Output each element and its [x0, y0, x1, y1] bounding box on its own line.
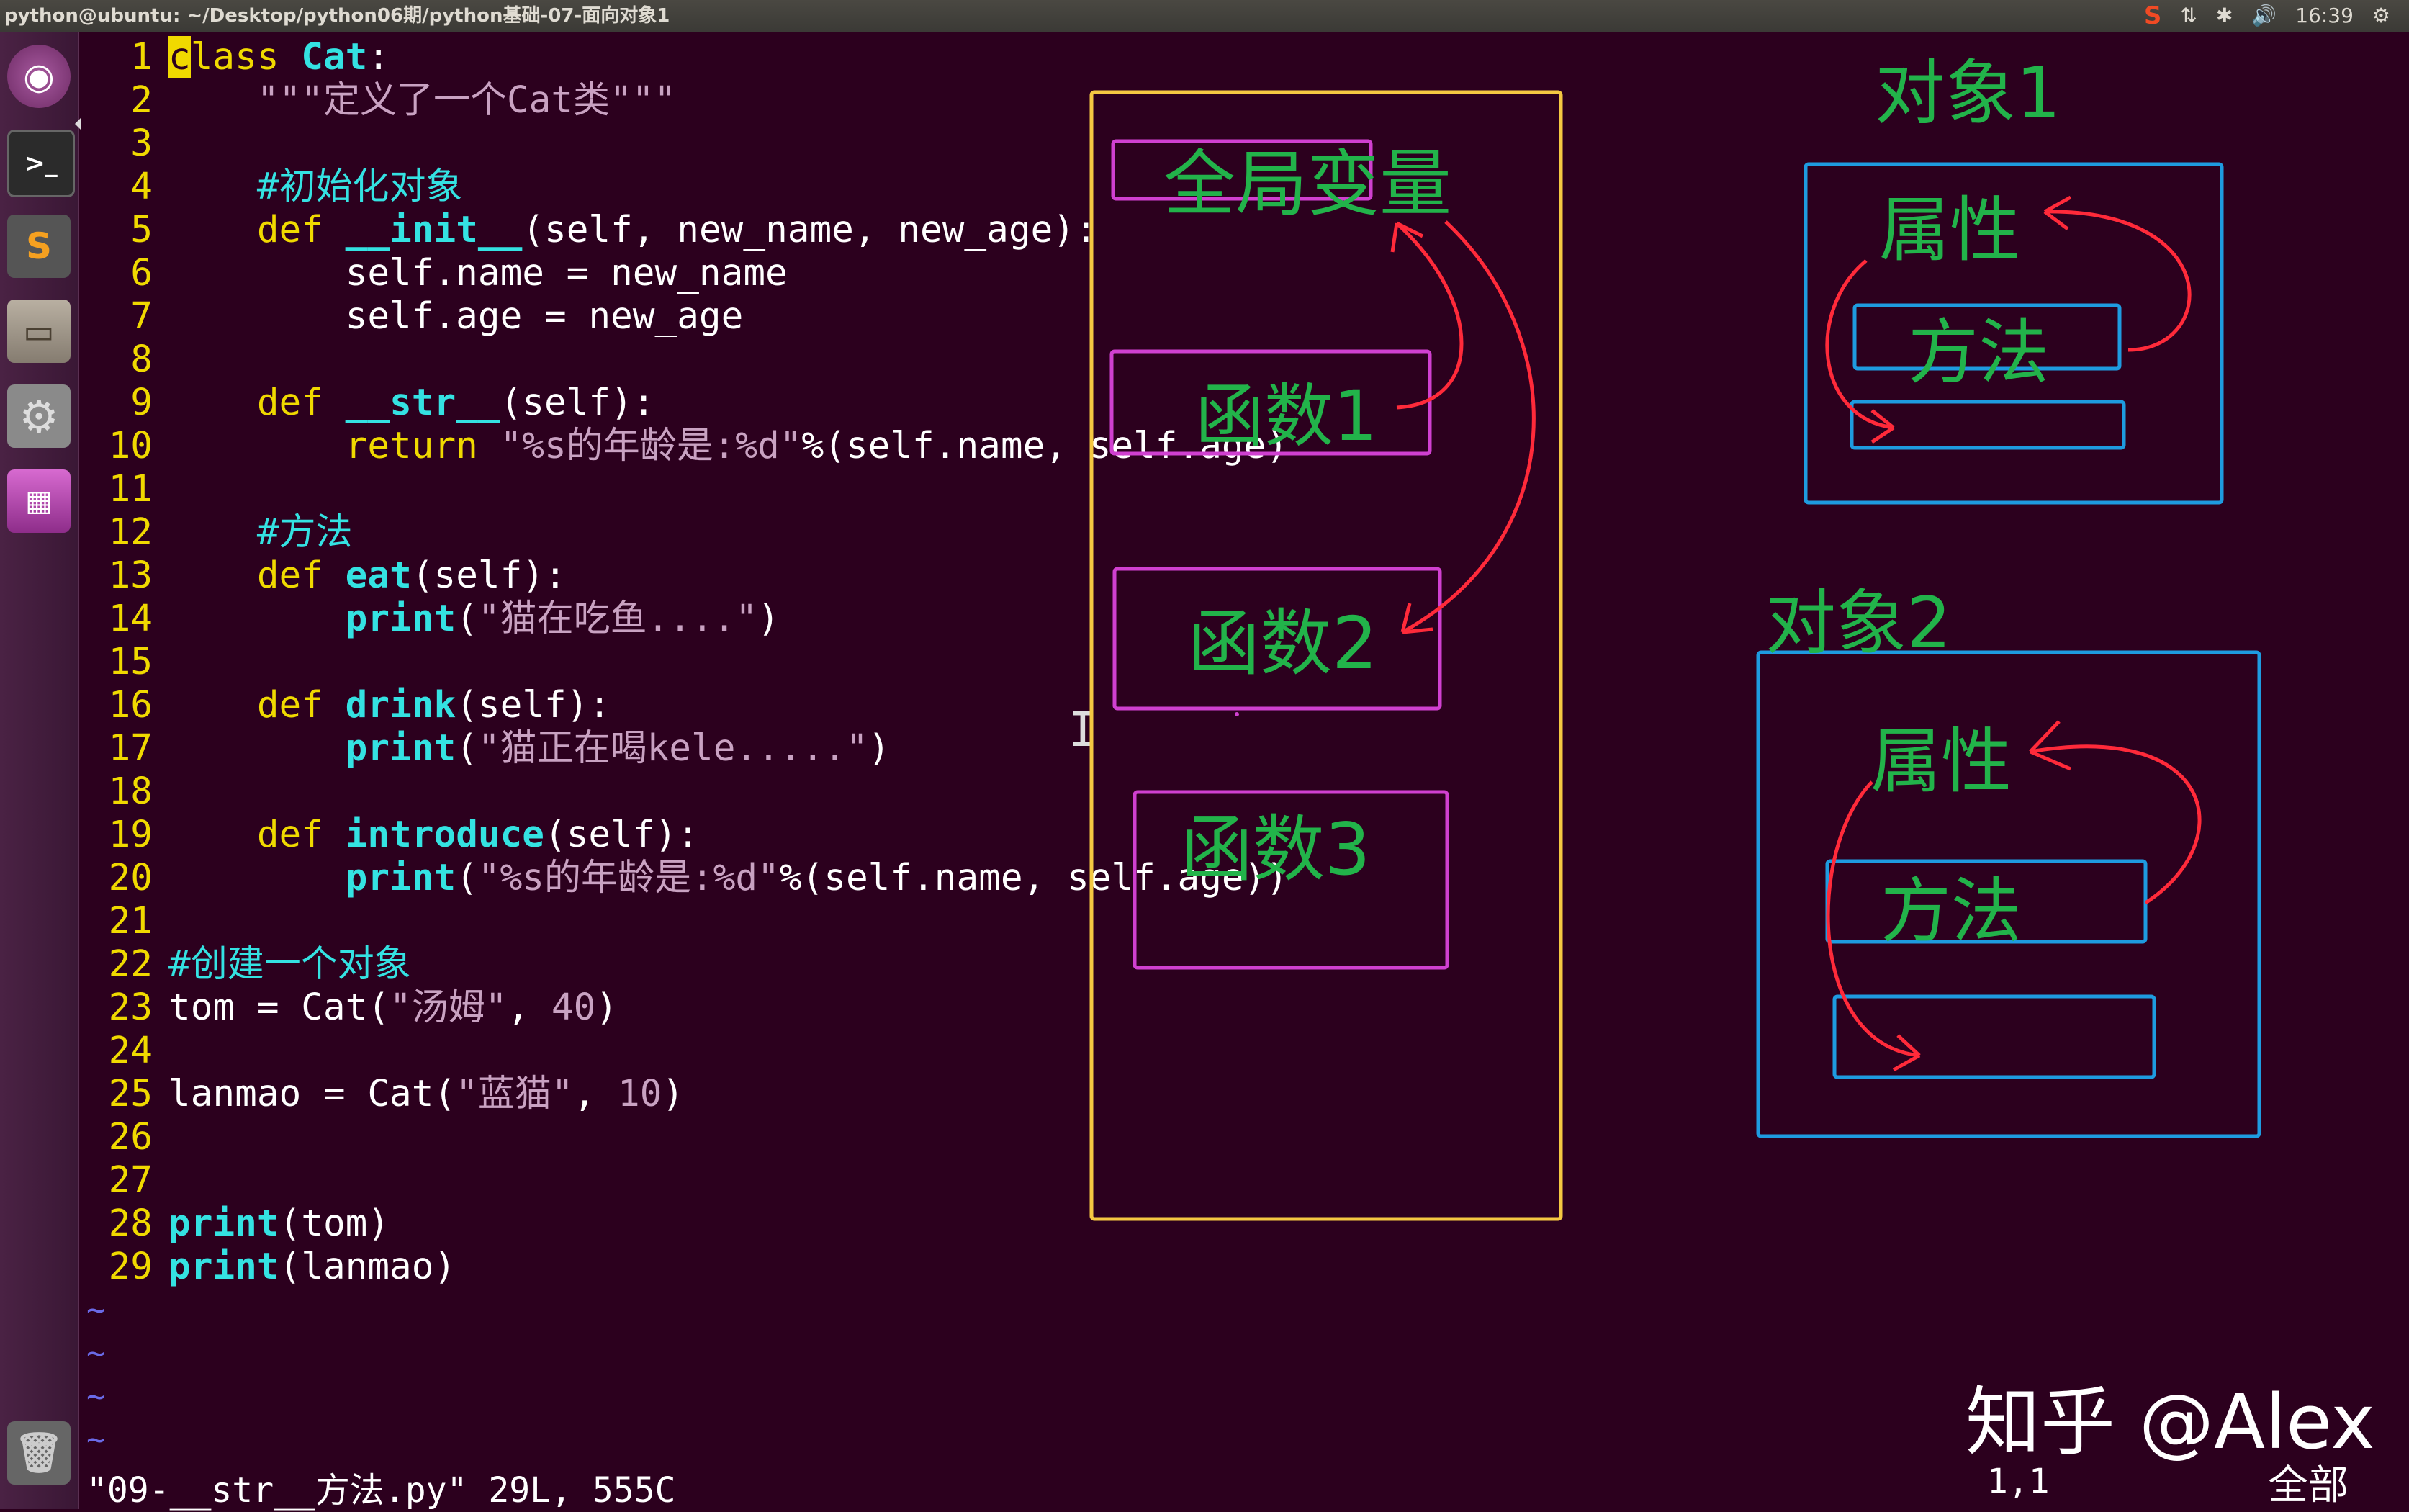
arrowhead-obj2-attr: [2029, 720, 2071, 771]
sublime-text-icon[interactable]: S: [7, 215, 71, 278]
code-line[interactable]: 26: [108, 1116, 153, 1158]
arrow-obj1-attr-to-slot: [1825, 259, 1894, 430]
arrow-obj1-method-to-attr: [2044, 210, 2192, 352]
code-line[interactable]: 5 def __init__(self, new_name, new_age):: [130, 209, 1097, 251]
label-object1-method: 方法: [1908, 312, 2050, 394]
code-line[interactable]: 4 #初始化对象: [130, 166, 463, 208]
empty-line-marker: ~: [86, 1292, 106, 1328]
label-func1: 函数1: [1195, 376, 1378, 456]
label-object2-method: 方法: [1881, 870, 2022, 953]
label-func2: 函数2: [1188, 601, 1378, 685]
arrowhead-func2: [1400, 603, 1433, 634]
code-line[interactable]: 27: [108, 1159, 153, 1202]
object1-slot-box: [1850, 400, 2126, 450]
code-line[interactable]: 24: [108, 1030, 153, 1072]
arrow-global-to-func2: [1401, 220, 1536, 634]
arrowhead-obj2-slot: [1892, 1034, 1921, 1072]
code-line[interactable]: 10 return "%s的年龄是:%d"%(self.name, self.a…: [108, 425, 1289, 467]
dash-home-icon[interactable]: ◉: [7, 45, 71, 108]
code-line[interactable]: 21: [108, 900, 153, 942]
code-line[interactable]: 8: [130, 338, 153, 381]
code-line[interactable]: 3: [130, 122, 153, 165]
arrow-obj2-method-to-attr: [2030, 744, 2202, 905]
cursor-position: 1,1: [1987, 1462, 2050, 1502]
network-icon[interactable]: ⇅: [2180, 4, 2197, 27]
arrowhead-obj1-attr: [2043, 195, 2072, 230]
empty-line-marker: ~: [86, 1378, 106, 1415]
label-object1: 对象1: [1875, 53, 2061, 135]
system-settings-icon[interactable]: ⚙: [7, 384, 71, 448]
code-line[interactable]: 6 self.name = new_name: [130, 252, 788, 294]
empty-line-marker: ~: [86, 1421, 106, 1458]
arrowhead-obj1-slot: [1870, 409, 1895, 444]
code-line[interactable]: 22#创建一个对象: [108, 943, 411, 986]
active-app-indicator: [75, 118, 81, 130]
code-line[interactable]: 11: [108, 468, 153, 510]
launcher: ◉ >_ S ▭ ⚙ ▦ 🗑: [0, 32, 79, 1509]
empty-line-marker: ~: [86, 1335, 106, 1372]
code-line[interactable]: 13 def eat(self):: [108, 554, 567, 597]
label-object2: 对象2: [1765, 582, 1952, 665]
clock[interactable]: 16:39: [2295, 4, 2354, 27]
label-object2-attr: 属性: [1870, 721, 2012, 803]
workspace-switcher-icon[interactable]: ▦: [7, 469, 71, 533]
zhihu-watermark: 知乎 @Alex: [1966, 1378, 2375, 1466]
text-cursor: c: [168, 36, 191, 78]
code-line[interactable]: 20 print("%s的年龄是:%d"%(self.name, self.ag…: [108, 857, 1289, 899]
code-line[interactable]: 9 def __str__(self):: [130, 382, 655, 424]
code-line[interactable]: 15: [108, 641, 153, 683]
settings-gear-icon[interactable]: ⚙: [2372, 4, 2390, 27]
code-line[interactable]: 16 def drink(self):: [108, 684, 611, 726]
code-line[interactable]: 18: [108, 770, 153, 813]
code-line[interactable]: 17 print("猫正在喝kele....."): [108, 727, 891, 770]
window-title: python@ubuntu: ~/Desktop/python06期/pytho…: [4, 5, 670, 27]
trash-icon[interactable]: 🗑: [7, 1421, 71, 1485]
stray-dot: [1235, 712, 1239, 716]
scroll-position-label: 全部: [2268, 1462, 2349, 1509]
terminal-icon[interactable]: >_: [7, 130, 75, 197]
label-object1-attr: 属性: [1879, 189, 2021, 271]
code-line[interactable]: 7 self.age = new_age: [130, 295, 744, 338]
file-manager-icon[interactable]: ▭: [7, 300, 71, 363]
label-global-var: 全局变量: [1163, 142, 1451, 226]
code-line[interactable]: 19 def introduce(self):: [108, 814, 699, 856]
system-tray: S ⇅ ✱ 🔊 16:39 ⚙: [2144, 0, 2409, 32]
code-line[interactable]: 14 print("猫在吃鱼...."): [108, 598, 780, 640]
sogou-input-icon[interactable]: S: [2143, 1, 2162, 30]
label-func3: 函数3: [1181, 807, 1371, 891]
code-line[interactable]: 2 """定义了一个Cat类""": [130, 79, 677, 122]
volume-icon[interactable]: 🔊: [2251, 4, 2277, 27]
code-line[interactable]: 12 #方法: [108, 511, 353, 554]
bluetooth-icon[interactable]: ✱: [2215, 4, 2233, 27]
top-panel: python@ubuntu: ~/Desktop/python06期/pytho…: [0, 0, 2409, 32]
vim-status-message: "09-__str__方法.py" 29L, 555C: [86, 1470, 676, 1511]
mouse-ibeam-cursor: I: [1068, 702, 1097, 757]
arrow-func1-to-global: [1395, 222, 1464, 410]
object2-slot-box: [1832, 994, 2156, 1079]
